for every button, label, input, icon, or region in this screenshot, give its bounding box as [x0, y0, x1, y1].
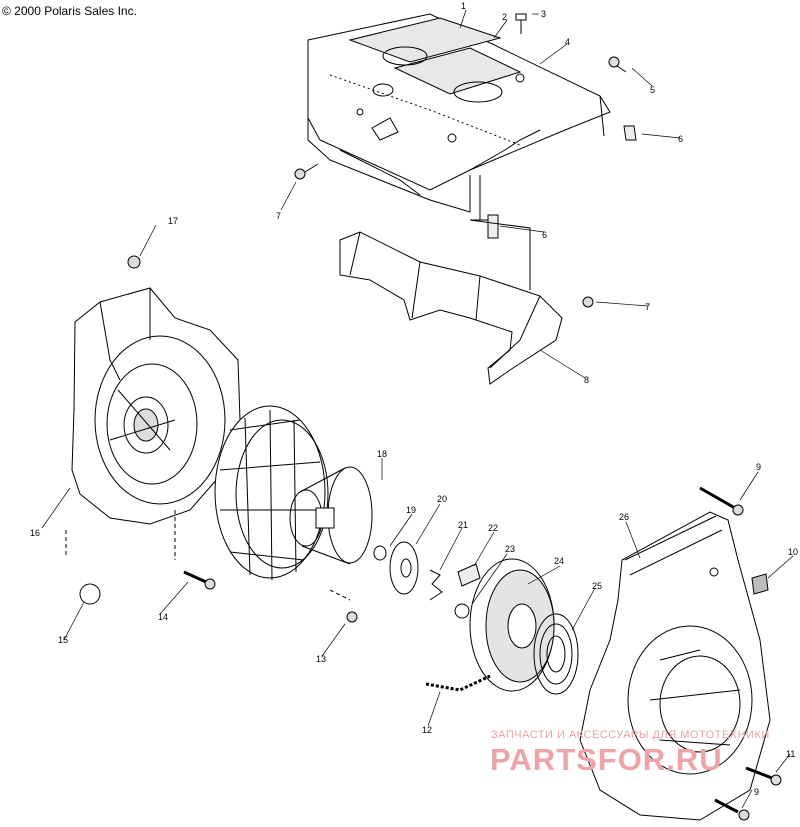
callout-13: 13	[316, 654, 326, 664]
washer-19-part	[373, 545, 387, 561]
flywheel-part	[214, 405, 329, 581]
callout-3: 3	[541, 9, 546, 19]
plate-20-part	[389, 541, 419, 595]
callout-20: 20	[437, 494, 447, 504]
callout-4: 4	[565, 37, 570, 47]
clip-6-part	[487, 125, 637, 239]
callout-6b: 6	[542, 230, 547, 240]
recoil-housing-part	[579, 511, 771, 821]
engine-shroud-part	[307, 13, 611, 221]
callout-25: 25	[592, 581, 602, 591]
callout-9b: 9	[754, 787, 759, 797]
callout-labels: 1 2 3 4 5 6 7 17 6 7 8 18 16 20 19 21 22…	[30, 1, 798, 797]
air-duct-part	[339, 231, 563, 385]
callout-7b: 7	[645, 302, 650, 312]
callout-18: 18	[377, 449, 387, 459]
bolt-7-part	[294, 163, 594, 308]
bolt-13-part	[346, 611, 358, 623]
bolt-14-part	[183, 570, 216, 590]
callout-17: 17	[168, 216, 178, 226]
callout-26: 26	[619, 512, 629, 522]
callout-22: 22	[488, 523, 498, 533]
bolt-5-part	[608, 56, 627, 73]
callout-5: 5	[650, 85, 655, 95]
callout-23: 23	[505, 544, 515, 554]
callout-19: 19	[406, 505, 416, 515]
watermark-logo: PARTSFOR.RU	[490, 742, 723, 777]
callout-2: 2	[502, 12, 507, 22]
bolt-11-part	[745, 766, 782, 786]
callout-9: 9	[756, 462, 761, 472]
callout-1: 1	[461, 1, 466, 11]
spring-21-part	[429, 569, 443, 601]
plug-17-part	[127, 255, 141, 269]
callout-11: 11	[786, 749, 795, 759]
callout-10: 10	[788, 547, 798, 557]
bolt-3-part	[515, 13, 527, 34]
callout-8: 8	[584, 375, 589, 385]
callout-12: 12	[422, 725, 432, 735]
pawl-22-part	[457, 563, 481, 587]
recoil-spring-part	[533, 613, 579, 695]
callout-21: 21	[458, 520, 468, 530]
rope-pulley-part	[469, 558, 555, 692]
starter-rope-part	[425, 674, 491, 692]
callout-15: 15	[58, 635, 68, 645]
watermark-tagline: ЗАПЧАСТИ И АКСЕССУАРЫ ДЛЯ МОТОТЕХНИКИ	[491, 729, 770, 741]
callout-14: 14	[158, 612, 168, 622]
starter-cup-part	[289, 466, 373, 565]
grommet-10-part	[751, 573, 769, 595]
ring-23-part	[454, 603, 470, 619]
callout-7: 7	[276, 211, 281, 221]
callout-16: 16	[30, 528, 40, 538]
bolt-9-part	[699, 486, 750, 821]
copyright-notice: © 2000 Polaris Sales Inc.	[2, 4, 137, 18]
fan-housing-part	[71, 287, 241, 525]
callout-24: 24	[554, 556, 564, 566]
o-ring-15-part	[79, 583, 101, 605]
callout-6: 6	[678, 134, 683, 144]
